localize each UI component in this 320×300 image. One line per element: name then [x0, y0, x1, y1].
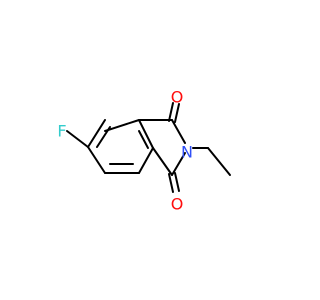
bond-c1-c2	[104, 119, 140, 132]
bond-c8-o2-a	[168, 173, 174, 193]
oxygen-label-bottom: O	[171, 195, 184, 214]
bond-c8-c3	[152, 147, 173, 176]
bond-c7-o1-b	[174, 103, 180, 123]
bond-c8-o2-b	[174, 172, 180, 192]
bond-c5-c6	[87, 146, 106, 174]
nitrogen-label: N	[181, 143, 193, 162]
bond-ch2-ch3	[207, 147, 231, 176]
fluorine-label: F	[57, 122, 66, 141]
bond-c7-n	[171, 119, 186, 144]
oxygen-label-top: O	[171, 88, 184, 107]
bond-c2-c3	[138, 119, 154, 149]
bond-c3-c4	[138, 147, 154, 174]
bond-n-c8	[171, 152, 186, 176]
bond-c7-o1-a	[168, 102, 174, 122]
bond-c2-c3-inner	[138, 130, 149, 149]
molecule-structure: F O O N	[57, 88, 231, 214]
bond-c6-f	[66, 130, 89, 148]
atom-label-layer: F O O N	[57, 88, 193, 214]
bond-layer	[66, 102, 231, 193]
bond-c6-c1	[87, 119, 106, 148]
bond-c6-c1-inner	[96, 126, 111, 148]
